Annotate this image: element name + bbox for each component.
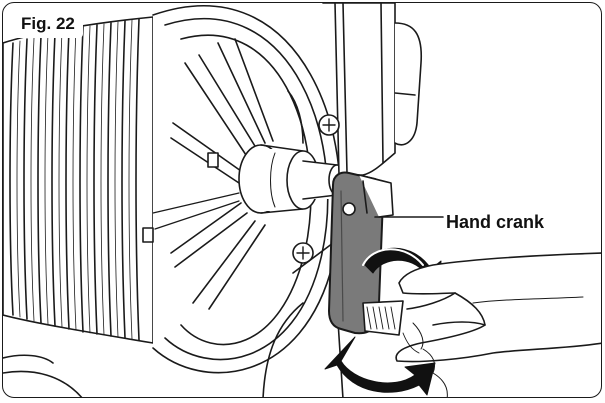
figure-label: Fig. 22 xyxy=(13,11,83,38)
hose-drum xyxy=(3,16,154,344)
frame-arm xyxy=(3,3,422,397)
figure-frame: Fig. 22 Hand crank xyxy=(2,2,602,398)
hand-illustration xyxy=(395,252,601,397)
callout-hand-crank-label: Hand crank xyxy=(446,212,545,232)
hand-crank xyxy=(328,171,404,336)
hose-reel-drawing xyxy=(3,3,601,397)
